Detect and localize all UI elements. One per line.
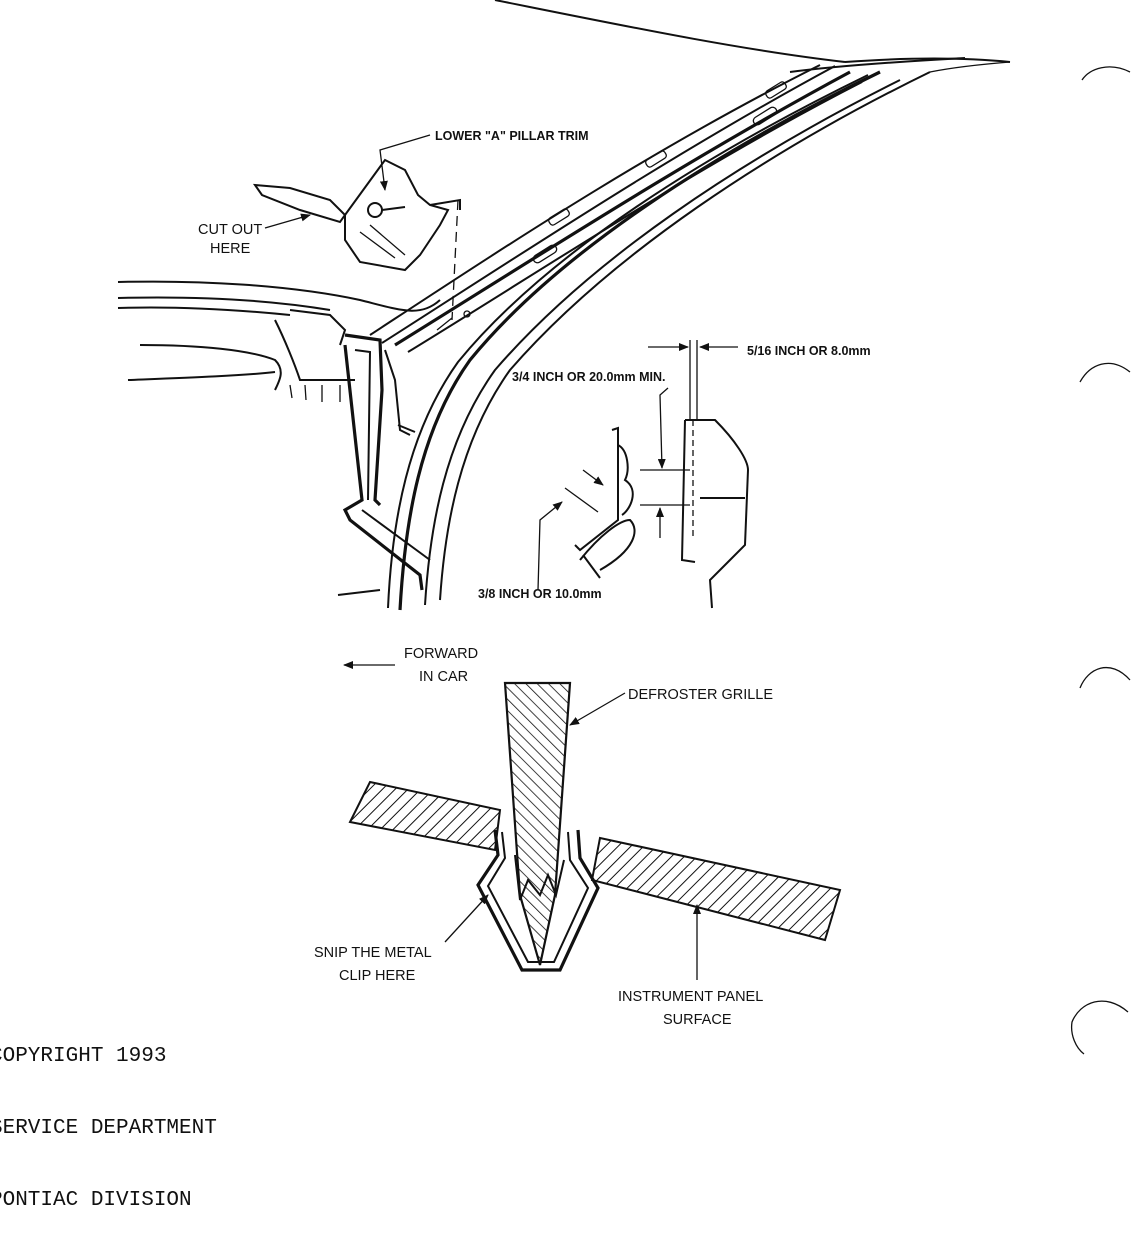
copyright-line-2: SERVICE DEPARTMENT	[0, 1117, 217, 1140]
label-forward: FORWARD	[404, 646, 478, 662]
dimension-detail	[537, 340, 750, 609]
label-dim-5-16: 5/16 INCH OR 8.0mm	[747, 344, 871, 358]
copyright-block: COPYRIGHT 1993 SERVICE DEPARTMENT PONTIA…	[0, 997, 217, 1237]
label-in-car: IN CAR	[419, 669, 468, 685]
label-defroster-grille: DEFROSTER GRILLE	[628, 687, 773, 703]
label-clip-here: CLIP HERE	[339, 968, 416, 984]
copyright-line-1: COPYRIGHT 1993	[0, 1045, 167, 1068]
label-instrument-panel: INSTRUMENT PANEL	[618, 989, 763, 1005]
label-dim-3-4: 3/4 INCH OR 20.0mm MIN.	[512, 370, 666, 384]
clip-illustration	[343, 661, 842, 980]
label-lower-a-pillar-trim: LOWER "A" PILLAR TRIM	[435, 129, 589, 143]
label-cut-out: CUT OUT	[198, 222, 262, 238]
copyright-line-3: PONTIAC DIVISION	[0, 1189, 192, 1212]
label-dim-3-8: 3/8 INCH OR 10.0mm	[478, 587, 602, 601]
binder-hole-marks	[1070, 66, 1131, 1055]
label-surface: SURFACE	[663, 1012, 732, 1028]
service-diagram: LOWER "A" PILLAR TRIM CUT OUT HERE 5/16 …	[117, 0, 1131, 1055]
a-pillar-illustration	[117, 0, 1011, 611]
label-snip-metal: SNIP THE METAL	[314, 945, 432, 961]
label-cut-out-here: HERE	[210, 241, 251, 257]
